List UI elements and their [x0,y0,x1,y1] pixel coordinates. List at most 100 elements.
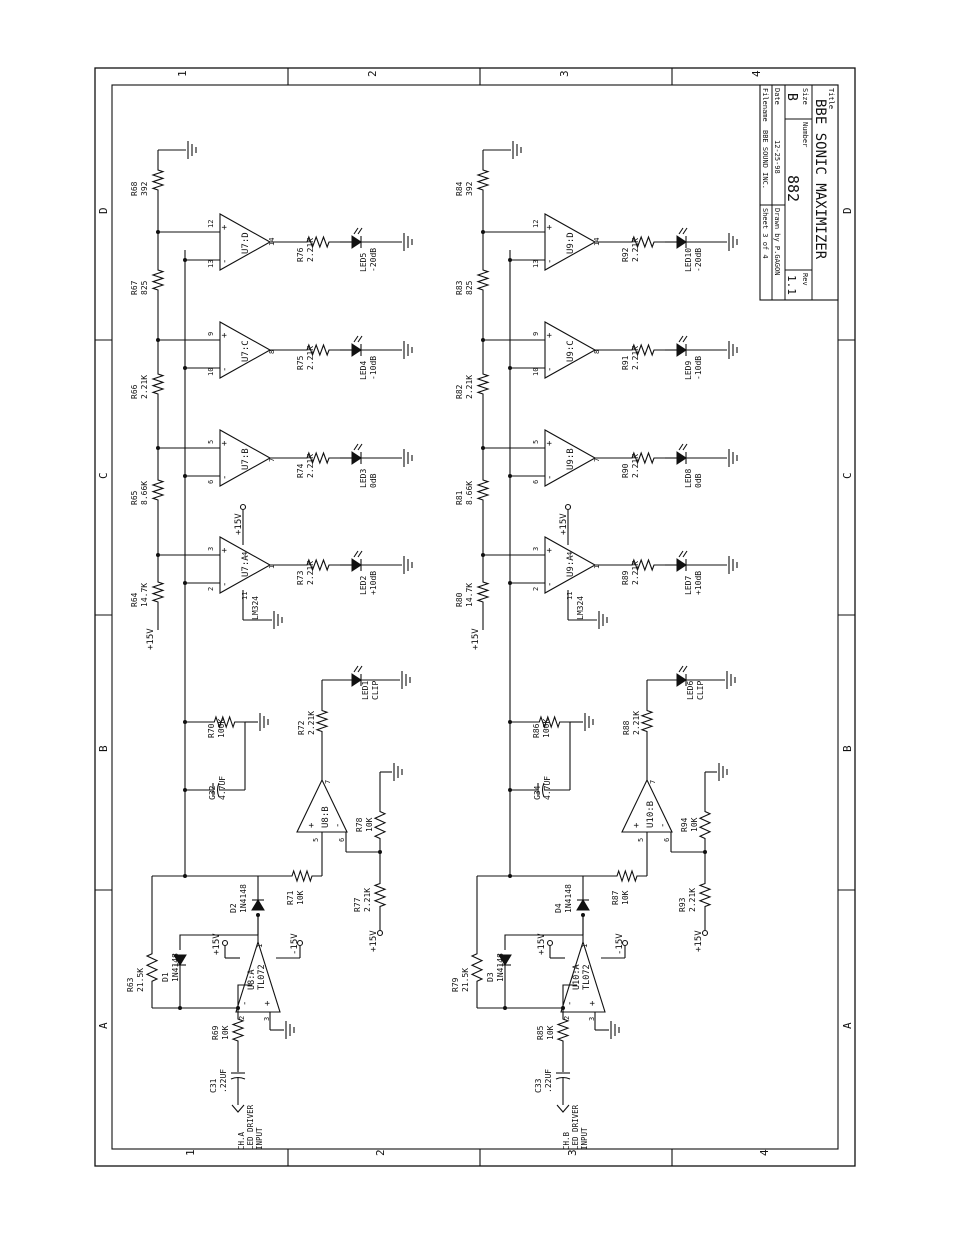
component-label: 10K [621,890,630,905]
wire [237,984,252,995]
op-amp-label: TL072 [582,964,592,990]
rail-terminal [376,929,384,937]
component-label: 14.7K [140,583,149,607]
rail-label: +15V [369,930,379,952]
component-label: +10dB [694,571,703,595]
component-label: LED9 [684,361,693,380]
component-label: 10K [365,817,374,832]
outer-border [94,67,856,1167]
zone-letter: C [97,472,110,479]
pin-number: 9 [207,332,215,336]
resistor-zigzag [476,470,490,510]
component-label: D3 [486,972,495,982]
component-label: 2.21K [631,238,640,262]
led-light-arrow [357,550,363,558]
led-symbol [676,550,688,572]
op-amp-triangle [219,536,272,594]
component-label: 10K [221,1025,230,1040]
op-amp-label: U7:C [241,340,251,362]
junction-dot [508,720,512,724]
pin-number: + [545,440,555,446]
component-label: 2.21K [363,888,372,912]
pin-number: + [545,224,555,230]
wire [179,934,258,950]
ground-symbol [728,233,738,251]
component-label: R86 [532,723,541,738]
drawn-by: Drawn by P.GAGON [773,208,781,275]
component-label: R75 [296,355,305,370]
pin-number: 2 [563,1016,571,1020]
component-label: D2 [229,903,238,913]
pin-number: 11 [241,592,249,600]
pin-number: 3 [532,547,540,551]
component-label: R71 [286,890,295,905]
resistor-symbol [621,343,665,357]
component-label: D1 [161,972,170,982]
pin-number: 13 [532,260,540,268]
junction-dot [481,446,485,450]
led-symbol [351,335,363,357]
pin-number: + [307,822,317,828]
diode-symbol [251,899,265,911]
resistor-symbol [296,451,340,465]
rail-label: +15V [694,930,704,952]
pin-number: + [545,547,555,553]
component-label: R84 [455,181,464,196]
led-body [676,451,687,465]
zone-letter: D [97,207,110,214]
junction-dot [508,581,512,585]
pin-number: - [220,367,230,372]
ground-symbol [403,556,413,574]
input-arrow [231,1104,245,1113]
op-amp-triangle [219,429,272,487]
component-label: CLIP [371,681,380,700]
component-label: R69 [211,1025,220,1040]
capacitor-symbol [537,782,545,798]
rev-value: 1.1 [785,275,798,295]
component-label: 21.5K [136,968,145,992]
resistor-symbol [476,364,490,404]
pin-number: 6 [338,838,346,842]
component-label: LED7 [684,576,693,595]
component-label: 10K [546,1025,555,1040]
component-label: R65 [130,490,139,505]
junction-dot [183,258,187,262]
pin-number: 8 [593,350,601,354]
component-label: 825 [465,280,474,295]
resistor-symbol [476,572,490,612]
component-label: C32 [208,785,217,800]
led-light-arrow [353,665,359,673]
junction-dot [156,230,160,234]
resistor-symbol [231,1008,245,1052]
component-label: R78 [355,817,364,832]
pin-number: 12 [207,220,215,228]
op-amp-label: U7:D [241,232,251,254]
comparator-op-amp [219,429,272,487]
component-label: R76 [296,247,305,262]
resistor-zigzag [296,558,340,572]
resistor-symbol [698,872,712,918]
ground-symbol [273,611,283,629]
led-light-arrow [682,335,688,343]
junction-dot [503,1006,507,1010]
pin-number: 5 [532,440,540,444]
led-body [676,343,687,357]
component-label: 8.66K [465,481,474,505]
input-label: INPUT [580,1127,589,1150]
component-label: R88 [622,720,631,735]
zone-number: 4 [758,1149,771,1156]
component-label: 392 [140,181,149,196]
resistor-zigzag [470,940,484,995]
led-light-arrow [682,550,688,558]
resistor-symbol [470,940,484,995]
component-label: R72 [297,720,306,735]
component-label: 825 [140,280,149,295]
ground-symbol [512,141,522,159]
component-label: 10K [296,890,305,905]
component-label: R63 [126,977,135,992]
resistor-zigzag [621,343,665,357]
resistor-symbol [151,160,165,200]
junction-dot [508,474,512,478]
component-label: 10K [690,817,699,832]
resistor-zigzag [282,869,322,883]
